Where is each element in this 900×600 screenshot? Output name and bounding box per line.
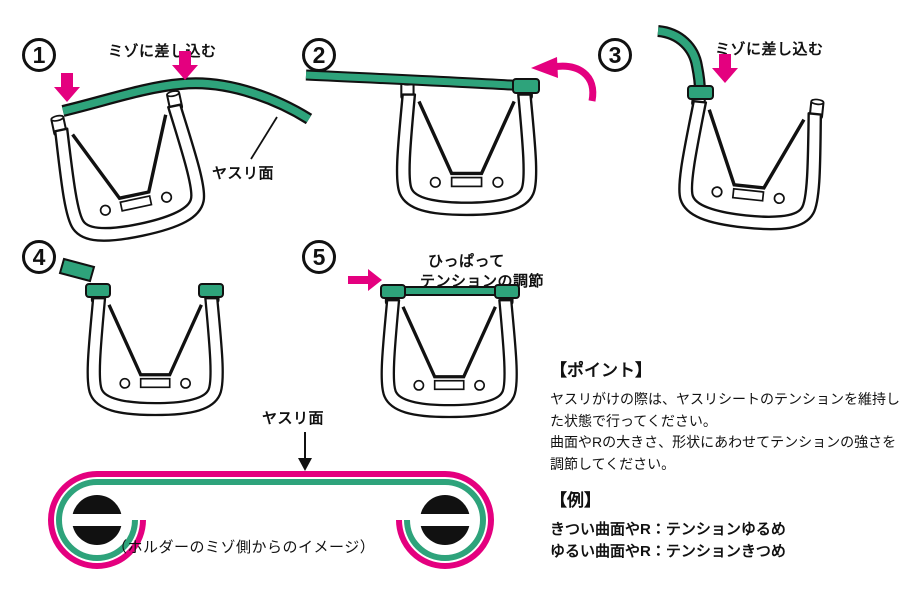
- step-4-number: 4: [22, 240, 56, 274]
- cross-section-caption: （ホルダーのミゾ側からのイメージ）: [112, 539, 376, 556]
- leader-line: [250, 116, 278, 160]
- insert-arrow-icon: [172, 51, 198, 80]
- file-surface-label-bottom: ヤスリ面: [262, 410, 325, 427]
- example-line-2: ゆるい曲面やR：テンションきつめ: [550, 542, 786, 560]
- example-block: 【例】 きつい曲面やR：テンションゆるめ ゆるい曲面やR：テンションきつめ: [550, 486, 900, 563]
- sheet-wrap-left: [85, 283, 111, 298]
- point-paragraph-2: 曲面やRの大きさ、形状にあわせてテンションの強さを調節してください。: [550, 434, 897, 473]
- sheet-wrap-right: [494, 284, 520, 299]
- sheet-path-inner: [56, 479, 486, 561]
- point-block: 【ポイント】 ヤスリがけの際は、ヤスリシートのテンションを維持した状態で行ってく…: [550, 356, 900, 476]
- holder: [380, 284, 519, 419]
- step-3-insert-label: ミゾに差し込む: [715, 41, 824, 58]
- step-3-illustration: [657, 25, 830, 237]
- file-sheet: [62, 79, 311, 123]
- insert-arrow-icon: [712, 54, 738, 83]
- example-line-1: きつい曲面やR：テンションゆるめ: [550, 521, 786, 538]
- step-5-number: 5: [302, 240, 336, 274]
- point-paragraph-1: ヤスリがけの際は、ヤスリシートのテンションを維持した状態で行ってください。: [550, 391, 900, 429]
- file-sheet: [305, 71, 527, 90]
- step-2-illustration: [305, 57, 597, 217]
- step-1-number: 1: [22, 38, 56, 72]
- sheet-wrap-left: [380, 284, 406, 299]
- pull-arrow-icon: [348, 269, 382, 291]
- sheet-wrap-left: [687, 85, 714, 100]
- holder: [86, 282, 225, 417]
- wrap-direction-arrowhead-icon: [531, 57, 558, 78]
- step-5-pull-label: ひっぱって: [428, 253, 505, 270]
- post-slot-right: [413, 514, 477, 526]
- holder: [395, 78, 538, 217]
- pointer-arrowhead-icon: [298, 458, 312, 471]
- step-1-illustration: [44, 51, 313, 252]
- file-surface-label-step1: ヤスリ面: [212, 165, 275, 182]
- sheet-wrap-right: [512, 78, 540, 94]
- post-slot-left: [65, 514, 129, 526]
- sheet-path-outer: [48, 471, 494, 569]
- insert-arrow-icon: [54, 73, 80, 102]
- example-heading: 【例】: [550, 491, 601, 510]
- wrap-direction-arrow: [552, 62, 597, 102]
- cross-section-illustration: [48, 432, 494, 569]
- sheet-end-tab: [58, 257, 96, 283]
- step-5-illustration: [348, 269, 520, 419]
- holder: [673, 84, 830, 237]
- file-sheet: [657, 27, 704, 93]
- step-3-number: 3: [598, 38, 632, 72]
- sheet-wrap-right: [198, 283, 224, 298]
- point-heading: 【ポイント】: [550, 361, 652, 380]
- step-4-illustration: [58, 257, 225, 417]
